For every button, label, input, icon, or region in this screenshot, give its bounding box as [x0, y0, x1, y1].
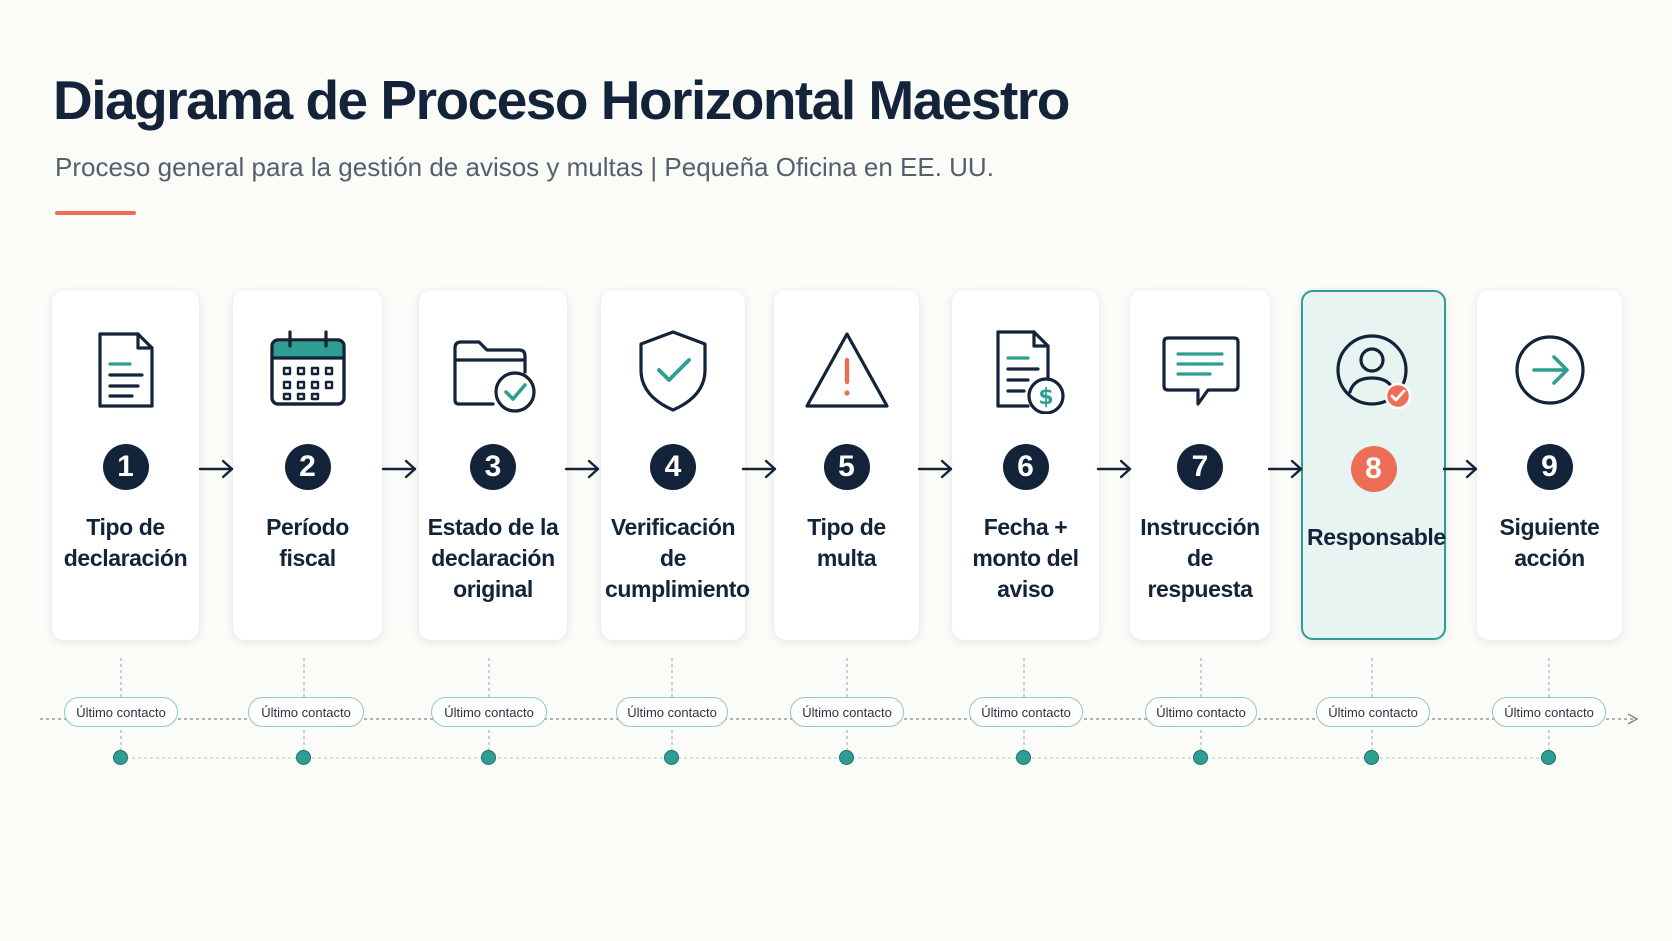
- step-label: Estado de la declaración original: [427, 514, 559, 602]
- message-icon: [1156, 326, 1244, 414]
- timeline-dot: [1541, 750, 1556, 765]
- step-number: 8: [1350, 446, 1397, 492]
- connector-arrow-icon: [916, 458, 956, 480]
- step-label: Responsable: [1307, 524, 1446, 550]
- step-card-7: 7 Instrucción de respuesta: [1130, 290, 1270, 640]
- step-card-5: 5 Tipo de multa: [774, 290, 919, 640]
- step-number: 5: [823, 444, 870, 490]
- timeline-marker-label: Último contacto: [969, 697, 1083, 727]
- connector-arrow-icon: [1266, 458, 1306, 480]
- step-number: 2: [284, 444, 331, 490]
- step-number: 4: [650, 444, 696, 490]
- timeline-dot: [1193, 750, 1208, 765]
- timeline-marker-label: Último contacto: [431, 697, 547, 727]
- connector-arrow-icon: [1441, 458, 1481, 480]
- step-card-1: 1 Tipo de declaración: [52, 290, 199, 640]
- step-label: Período fiscal: [266, 514, 349, 571]
- arrow-circle-icon: [1506, 326, 1594, 414]
- document-icon: [82, 326, 170, 414]
- timeline-marker-label: Último contacto: [64, 697, 178, 727]
- step-label: Verificación de cumplimiento: [605, 514, 750, 602]
- step-card-6: $ 6 Fecha + monto del aviso: [952, 290, 1099, 640]
- timeline-marker-label: Último contacto: [248, 697, 364, 727]
- timeline-marker-label: Último contacto: [1316, 697, 1430, 727]
- step-number: 3: [470, 444, 516, 490]
- step-card-9: 9 Siguiente acción: [1477, 290, 1622, 640]
- shield-check-icon: [629, 326, 717, 414]
- step-label: Tipo de declaración: [63, 514, 188, 571]
- svg-text:$: $: [1038, 385, 1053, 410]
- timeline-marker-label: Último contacto: [616, 697, 728, 727]
- timeline-dot: [1016, 750, 1031, 765]
- step-label: Tipo de multa: [807, 514, 886, 571]
- step-label: Siguiente acción: [1499, 514, 1600, 571]
- calendar-icon: [264, 326, 352, 414]
- step-card-2: 2 Período fiscal: [233, 290, 382, 640]
- timeline-dot: [664, 750, 679, 765]
- connector-arrow-icon: [563, 458, 603, 480]
- step-label: Fecha + monto del aviso: [972, 514, 1079, 602]
- connector-arrow-icon: [740, 458, 780, 480]
- timeline-dot: [296, 750, 311, 765]
- step-number: 9: [1526, 444, 1573, 490]
- document-dollar-icon: $: [982, 326, 1070, 414]
- timeline-marker-label: Último contacto: [1492, 697, 1606, 727]
- step-number: 1: [102, 444, 149, 490]
- connector-arrow-icon: [380, 458, 420, 480]
- page-title: Diagrama de Proceso Horizontal Maestro: [53, 69, 1070, 131]
- step-card-3: 3 Estado de la declaración original: [419, 290, 567, 640]
- timeline-marker-label: Último contacto: [790, 697, 904, 727]
- timeline: Último contacto Último contacto Último c…: [0, 650, 1672, 780]
- timeline-marker-label: Último contacto: [1145, 697, 1257, 727]
- step-card-8: 8 Responsable: [1301, 290, 1446, 640]
- timeline-dot: [839, 750, 854, 765]
- connector-arrow-icon: [1095, 458, 1135, 480]
- step-label: Instrucción de respuesta: [1140, 514, 1260, 602]
- step-card-4: 4 Verificación de cumplimiento: [601, 290, 750, 640]
- step-number: 7: [1177, 444, 1223, 490]
- connector-arrow-icon: [197, 458, 237, 480]
- warning-icon: [803, 326, 891, 414]
- accent-divider: [55, 211, 136, 215]
- step-number: 6: [1002, 444, 1049, 490]
- folder-check-icon: [449, 326, 537, 414]
- timeline-dot: [113, 750, 128, 765]
- user-check-icon: [1330, 328, 1418, 416]
- timeline-dot: [1364, 750, 1379, 765]
- timeline-dot: [481, 750, 496, 765]
- page-subtitle: Proceso general para la gestión de aviso…: [55, 152, 994, 182]
